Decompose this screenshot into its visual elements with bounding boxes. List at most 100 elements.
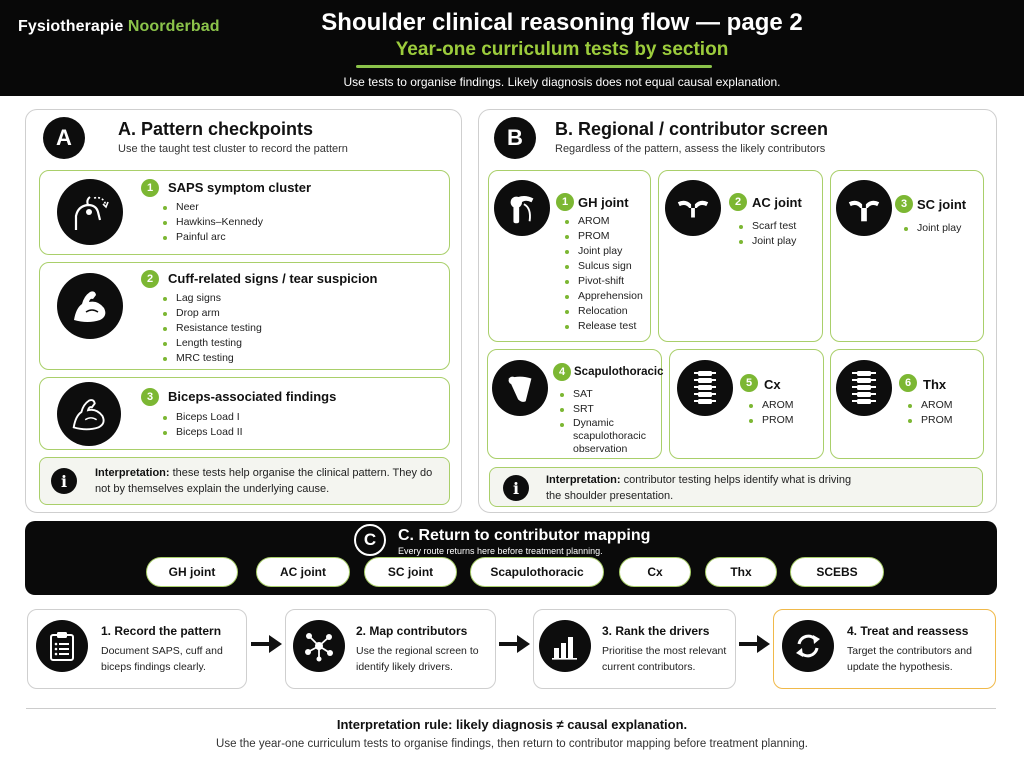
list-item: PROM (905, 413, 953, 428)
list-item: Drop arm (160, 306, 262, 321)
step-record-title: 1. Record the pattern (101, 624, 222, 638)
list-item: Release test (562, 319, 643, 334)
card-ac-list: Scarf test Joint play (736, 219, 796, 249)
step-record-text: Document SAPS, cuff and biceps findings … (101, 645, 223, 673)
card-number-badge: 3 (895, 195, 913, 213)
section-b-title: B. Regional / contributor screen (555, 119, 829, 139)
interpretation-body: contributor testing helps identify what … (546, 474, 852, 502)
page-subtitle: Year-one curriculum tests by section (395, 39, 729, 60)
cervical-spine-icon (677, 360, 733, 416)
pill-thx[interactable]: Thx (705, 557, 777, 587)
section-a-subtitle: Use the taught test cluster to record th… (118, 143, 348, 155)
card-cuff-list: Lag signs Drop arm Resistance testing Le… (160, 291, 262, 366)
pill-scebs[interactable]: SCEBS (790, 557, 884, 587)
list-item: Lag signs (160, 291, 262, 306)
card-cuff-title: Cuff-related signs / tear suspicion (168, 271, 378, 286)
biceps-outline-icon (57, 382, 121, 446)
thoracic-spine-icon (836, 360, 892, 416)
list-item: PROM (562, 229, 643, 244)
card-cx-title: Cx (764, 377, 781, 392)
step-treat-text: Target the contributors and update the h… (847, 645, 972, 673)
list-item: Biceps Load I (160, 410, 243, 425)
card-biceps-list: Biceps Load I Biceps Load II (160, 410, 243, 440)
scapula-icon (492, 360, 548, 416)
list-item: Dynamic scapulothoracic observation (557, 417, 661, 456)
list-item: Sulcus sign (562, 259, 643, 274)
interpretation-body: these tests help organise the clinical p… (95, 467, 433, 495)
section-a-title: A. Pattern checkpoints (118, 119, 314, 139)
network-icon (293, 620, 345, 672)
gh-joint-icon (494, 180, 550, 236)
card-sc-title: SC joint (917, 197, 967, 212)
card-cx-list: AROM PROM (746, 398, 794, 428)
card-saps-title: SAPS symptom cluster (168, 180, 312, 195)
step-map-text: Use the regional screen to identify like… (356, 645, 479, 673)
card-sc-list: Joint play (901, 221, 961, 236)
card-number-badge: 1 (556, 193, 574, 211)
footer-divider (26, 708, 996, 709)
list-item: SAT (557, 387, 661, 402)
shoulder-arrow-icon (57, 179, 123, 245)
brand-logo: Fysiotherapie Noorderbad (18, 18, 220, 36)
list-item: Hawkins–Kennedy (160, 215, 263, 230)
interpretation-label: Interpretation: (95, 467, 170, 479)
page-title: Shoulder clinical reasoning flow — page … (321, 9, 803, 36)
list-item: Joint play (562, 244, 643, 259)
brand-accent: Noorderbad (127, 18, 220, 35)
arrow-right-icon (499, 633, 531, 660)
header-note: Use tests to organise findings. Likely d… (343, 75, 781, 89)
section-c-title: C. Return to contributor mapping (398, 527, 651, 544)
card-scapulothoracic-list: SAT SRT Dynamic scapulothoracic observat… (557, 387, 661, 456)
interpretation-label: Interpretation: (546, 474, 621, 486)
pill-sc-joint[interactable]: SC joint (364, 557, 457, 587)
step-rank-text: Prioritise the most relevant current con… (602, 645, 727, 673)
clavicle-icon (665, 180, 721, 236)
list-item: Length testing (160, 336, 262, 351)
list-item: AROM (905, 398, 953, 413)
list-item: Joint play (901, 221, 961, 236)
list-item: Painful arc (160, 230, 263, 245)
card-scapulothoracic-title: Scapulothoracic (574, 366, 664, 378)
section-b-subtitle: Regardless of the pattern, assess the li… (555, 143, 826, 155)
list-item: Scarf test (736, 219, 796, 234)
refresh-icon (782, 620, 834, 672)
card-number-badge: 3 (141, 388, 159, 406)
section-c-subtitle: Every route returns here before treatmen… (398, 546, 603, 556)
brand-name: Fysiotherapie (18, 18, 128, 35)
section-c-badge: C (354, 524, 386, 556)
pill-scapulothoracic[interactable]: Scapulothoracic (470, 557, 604, 587)
list-item: Joint play (736, 234, 796, 249)
section-b-badge: B (494, 117, 536, 159)
bar-chart-icon (539, 620, 591, 672)
arrow-right-icon (251, 633, 283, 660)
card-ac-title: AC joint (752, 195, 802, 210)
section-a-interpretation (39, 457, 450, 505)
footer-rule-text: Use the year-one curriculum tests to org… (216, 738, 808, 750)
card-number-badge: 5 (740, 374, 758, 392)
step-map-title: 2. Map contributors (356, 624, 468, 638)
pill-ac-joint[interactable]: AC joint (256, 557, 350, 587)
list-item: Apprehension (562, 289, 643, 304)
clipboard-icon (36, 620, 88, 672)
pill-gh-joint[interactable]: GH joint (146, 557, 238, 587)
card-number-badge: 1 (141, 179, 159, 197)
list-item: Resistance testing (160, 321, 262, 336)
step-rank-title: 3. Rank the drivers (602, 624, 710, 638)
step-treat-title: 4. Treat and reassess (847, 624, 969, 638)
card-number-badge: 2 (141, 270, 159, 288)
card-gh-list: AROM PROM Joint play Sulcus sign Pivot-s… (562, 214, 643, 334)
list-item: Neer (160, 200, 263, 215)
list-item: Biceps Load II (160, 425, 243, 440)
pill-cx[interactable]: Cx (619, 557, 691, 587)
section-a-interpretation-text: Interpretation: these tests help organis… (95, 465, 440, 497)
list-item: PROM (746, 413, 794, 428)
section-a-badge: A (43, 117, 85, 159)
card-number-badge: 2 (729, 193, 747, 211)
card-thx-title: Thx (923, 377, 947, 392)
card-saps-list: Neer Hawkins–Kennedy Painful arc (160, 200, 263, 245)
card-gh-title: GH joint (578, 195, 629, 210)
header-bar (0, 0, 1024, 96)
list-item: AROM (562, 214, 643, 229)
card-thx-list: AROM PROM (905, 398, 953, 428)
list-item: Relocation (562, 304, 643, 319)
